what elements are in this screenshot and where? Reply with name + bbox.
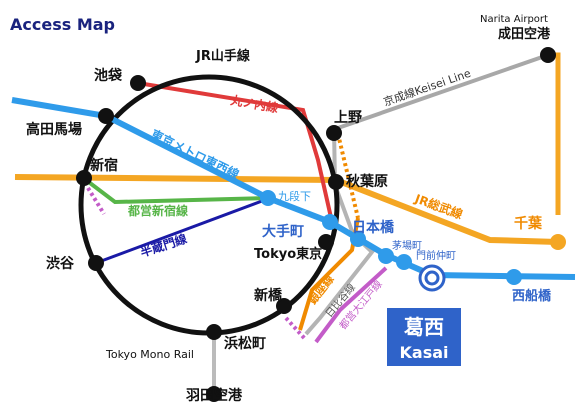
station-ueno-dot	[326, 125, 342, 141]
station-monzennakacho-dot	[396, 254, 412, 270]
narita-orange-link	[548, 52, 561, 215]
shinjuku-line	[84, 178, 271, 205]
station-narita-en: Narita Airport	[480, 14, 548, 25]
station-hamamatsucho: 浜松町	[224, 335, 266, 352]
sobu-line	[14, 174, 559, 245]
station-otemachi: 大手町	[262, 223, 304, 240]
marunouchi-line	[137, 81, 334, 223]
tozai-label: 東京メトロ東西線	[149, 126, 242, 182]
monorail-label: Tokyo Mono Rail	[105, 348, 194, 361]
station-shinjuku-dot	[76, 170, 92, 186]
station-narita-jp: 成田空港	[498, 26, 551, 42]
station-hamamatsucho-dot	[206, 324, 222, 340]
station-ikebukuro-dot	[130, 75, 146, 91]
oedo-dotted-shiodome	[284, 316, 308, 342]
station-chiba: 千葉	[514, 215, 543, 232]
oedo-dotted-shinjuku	[86, 186, 106, 216]
shinjuku-line-label: 都営新宿線	[127, 203, 188, 218]
station-otemachi-dot	[322, 214, 338, 230]
station-shinjuku: 新宿	[90, 157, 118, 174]
hanzomon-line	[95, 196, 271, 265]
station-shinbashi: 新橋	[254, 287, 283, 304]
station-monzennakacho: 門前仲町	[416, 249, 456, 262]
station-haneda: 羽田空港	[186, 387, 243, 404]
station-ikebukuro: 池袋	[94, 67, 123, 84]
hanzomon-label: 半蔵門線	[138, 231, 188, 260]
yamanote-label: JR山手線	[195, 48, 251, 64]
station-shibuya-dot	[88, 255, 104, 271]
station-haneda-dot	[206, 386, 222, 402]
station-nihonbashi-dot	[350, 231, 366, 247]
station-akihabara: 秋葉原	[346, 173, 388, 190]
station-tokyo-dot	[318, 234, 334, 250]
station-tokyo: Tokyo東京	[254, 246, 322, 262]
station-takadanobaba-dot	[98, 108, 114, 124]
station-nishifunabashi: 西船橋	[512, 288, 552, 304]
station-kudanshita: 九段下	[278, 189, 311, 203]
keisei-line	[337, 53, 549, 130]
station-narita-dot	[540, 47, 556, 63]
station-kasai-jp: 葛西	[403, 315, 444, 339]
station-kudanshita-dot	[260, 190, 276, 206]
station-ueno: 上野	[334, 110, 362, 126]
station-takadanobaba: 高田馬場	[26, 121, 82, 138]
station-kayabacho: 茅場町	[392, 239, 422, 252]
kasai-box	[387, 308, 461, 366]
station-shinbashi-dot	[276, 298, 292, 314]
yamanote-loop	[78, 74, 340, 336]
station-nishifunabashi-dot	[506, 269, 522, 285]
station-kasai-marker-inner	[424, 270, 440, 286]
station-kasai-en: Kasai	[400, 343, 449, 362]
station-akihabara-dot	[328, 174, 344, 190]
map-title: Access Map	[10, 15, 115, 34]
station-nihonbashi: 日本橋	[352, 219, 395, 236]
oedo-line	[314, 266, 388, 344]
station-shibuya: 渋谷	[46, 255, 75, 272]
ginza-dotted	[336, 133, 360, 219]
station-kayabacho-dot	[378, 248, 394, 264]
station-chiba-dot	[550, 234, 566, 250]
